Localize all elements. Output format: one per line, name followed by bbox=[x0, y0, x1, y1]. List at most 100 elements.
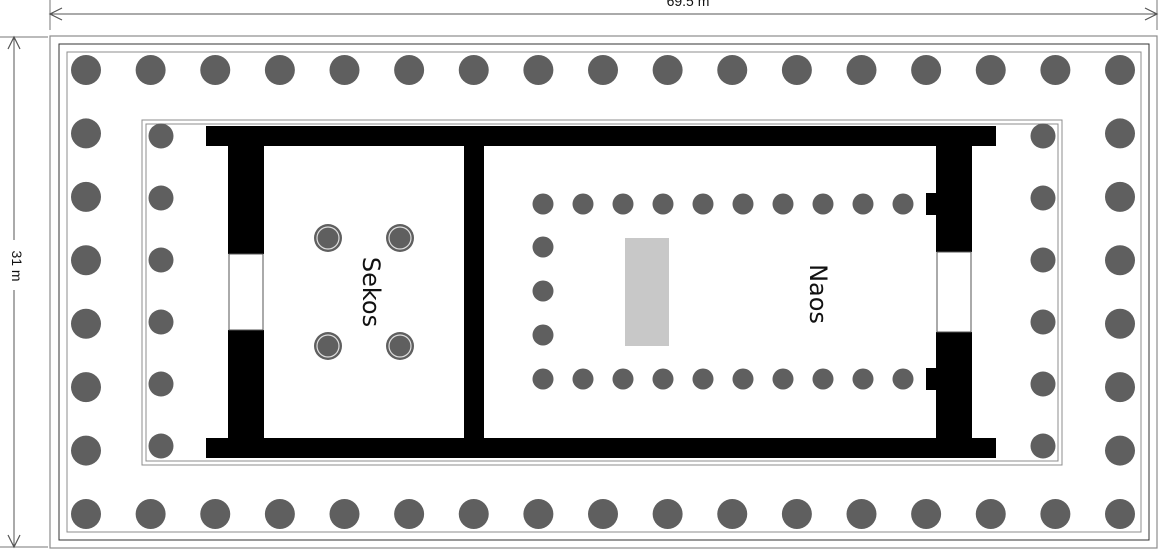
naos-column bbox=[692, 193, 714, 215]
peristyle-column bbox=[264, 55, 295, 85]
doorways bbox=[228, 251, 972, 333]
peristyle-column bbox=[135, 55, 166, 85]
stylobate-outlines bbox=[49, 35, 1158, 549]
peristyle-column bbox=[329, 499, 360, 529]
peristyle-column bbox=[71, 308, 101, 339]
peristyle-column bbox=[781, 55, 812, 85]
naos-column bbox=[572, 368, 594, 390]
naos-column bbox=[812, 368, 834, 390]
column-ring bbox=[316, 334, 340, 358]
pronaos-column bbox=[1030, 123, 1056, 149]
naos-label: Naos bbox=[804, 264, 832, 324]
peristyle-column bbox=[1105, 245, 1135, 276]
naos-column bbox=[732, 193, 754, 215]
pronaos-column bbox=[1030, 309, 1056, 335]
peristyle-column bbox=[135, 499, 166, 529]
west-doorway bbox=[228, 253, 264, 331]
naos-column bbox=[652, 193, 674, 215]
peristyle-column bbox=[911, 55, 942, 85]
length-dimension: 69.5 m bbox=[48, 0, 1159, 30]
peristyle-column bbox=[264, 499, 295, 529]
naos-column bbox=[892, 193, 914, 215]
naos-column bbox=[812, 193, 834, 215]
pronaos-column bbox=[148, 185, 174, 211]
peristyle-column bbox=[523, 55, 554, 85]
peristyle-column bbox=[71, 435, 101, 466]
cella-walls bbox=[206, 126, 996, 458]
naos-column bbox=[772, 368, 794, 390]
peristyle-column bbox=[71, 118, 101, 149]
naos-column bbox=[772, 193, 794, 215]
column-ring bbox=[388, 334, 412, 358]
arrow-down-icon bbox=[7, 534, 21, 549]
peristyle-column bbox=[588, 55, 618, 85]
sekos-column bbox=[314, 224, 342, 252]
peristyle-column bbox=[717, 55, 748, 85]
pronaos-column bbox=[148, 309, 174, 335]
peristyle-column bbox=[911, 499, 942, 529]
sekos-column bbox=[386, 332, 414, 360]
peristyle-column bbox=[1105, 372, 1135, 403]
naos-column bbox=[652, 368, 674, 390]
peristyle-column bbox=[1105, 435, 1135, 466]
peristyle-column bbox=[1040, 55, 1071, 85]
naos-colonnade bbox=[532, 193, 914, 390]
column-ring bbox=[388, 226, 412, 250]
pronaos-column bbox=[1030, 247, 1056, 273]
naos-column bbox=[692, 368, 714, 390]
arrow-up-icon bbox=[7, 35, 21, 50]
peristyle-column bbox=[329, 55, 360, 85]
arrow-left-icon bbox=[48, 7, 63, 21]
peristyle-column bbox=[458, 499, 489, 529]
peristyle-column bbox=[71, 499, 101, 529]
naos-column bbox=[612, 368, 634, 390]
naos-column bbox=[532, 193, 554, 215]
peristyle-column bbox=[975, 55, 1006, 85]
peristyle-column bbox=[846, 499, 877, 529]
peristyle-column bbox=[523, 499, 554, 529]
naos-column bbox=[612, 193, 634, 215]
peristyle-column bbox=[1105, 118, 1135, 149]
peristyle-column bbox=[71, 55, 101, 85]
sekos-columns bbox=[314, 224, 414, 360]
length-label: 69.5 m bbox=[667, 0, 710, 9]
peristyle-column bbox=[781, 499, 812, 529]
peristyle-column bbox=[458, 55, 489, 85]
peristyle-column bbox=[200, 55, 231, 85]
pronaos-column bbox=[148, 371, 174, 397]
statue-base bbox=[625, 238, 669, 346]
peristyle-column bbox=[1105, 308, 1135, 339]
pronaos-column bbox=[148, 123, 174, 149]
pronaos-column bbox=[1030, 433, 1056, 459]
column-ring bbox=[316, 226, 340, 250]
pronaos-column bbox=[1030, 371, 1056, 397]
arrow-right-icon bbox=[1144, 7, 1159, 21]
pronaos-column bbox=[1030, 185, 1056, 211]
peristyle-column bbox=[717, 499, 748, 529]
pronaos-column bbox=[148, 247, 174, 273]
pronaos-columns bbox=[148, 123, 1056, 459]
width-label: 31 m bbox=[9, 250, 25, 281]
naos-column bbox=[532, 236, 554, 258]
naos-column bbox=[532, 368, 554, 390]
peristyle-column bbox=[71, 245, 101, 276]
peristyle-column bbox=[652, 55, 683, 85]
peristyle-column bbox=[652, 499, 683, 529]
naos-column bbox=[852, 193, 874, 215]
peristyle-column bbox=[71, 181, 101, 212]
peristyle-column bbox=[394, 55, 425, 85]
peristyle-columns bbox=[71, 55, 1135, 529]
peristyle-column bbox=[975, 499, 1006, 529]
peristyle-column bbox=[1105, 499, 1135, 529]
width-dimension: 31 m bbox=[0, 35, 48, 549]
sekos-label: Sekos bbox=[357, 257, 385, 327]
sekos-column bbox=[386, 224, 414, 252]
naos-column bbox=[532, 280, 554, 302]
naos-column bbox=[732, 368, 754, 390]
peristyle-column bbox=[71, 372, 101, 403]
sekos-column bbox=[314, 332, 342, 360]
peristyle-column bbox=[1040, 499, 1071, 529]
peristyle-column bbox=[1105, 55, 1135, 85]
naos-column bbox=[852, 368, 874, 390]
